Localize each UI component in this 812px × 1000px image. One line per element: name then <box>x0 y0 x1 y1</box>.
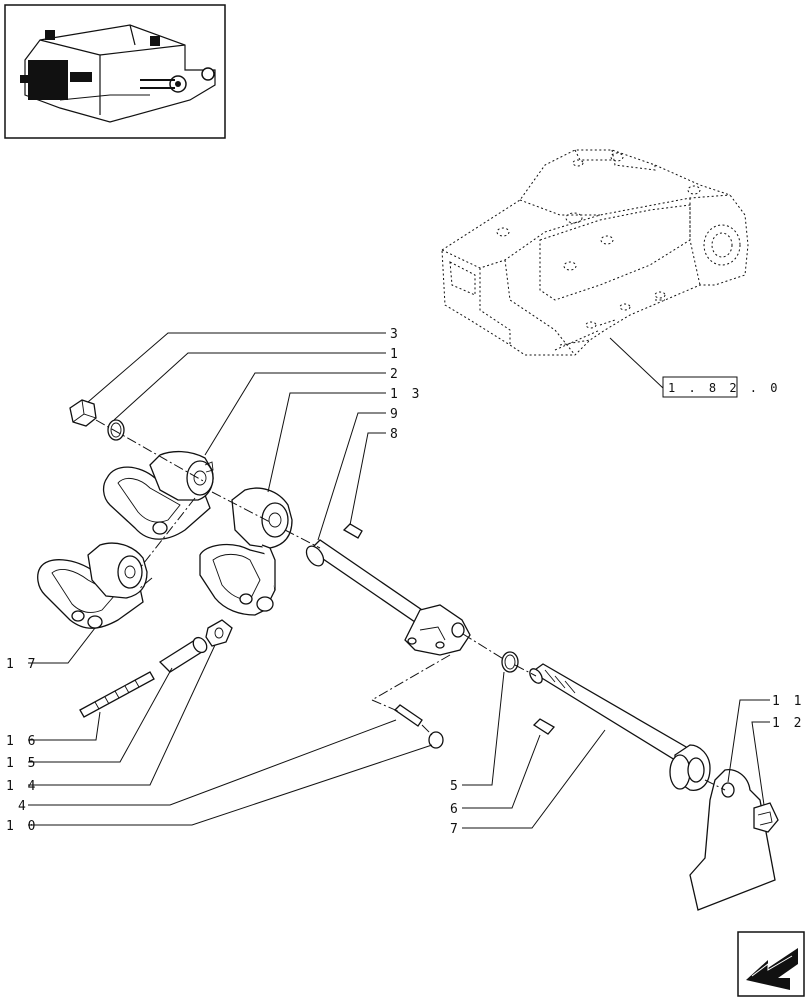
callout-5: 5 <box>450 779 461 794</box>
callout-2: 2 <box>390 367 401 382</box>
assembly-axis-lines <box>95 419 726 791</box>
callout-10: 1 0 <box>6 819 38 834</box>
callout-17: 1 7 <box>6 657 38 672</box>
lift-housing-outline <box>441 149 749 356</box>
callout-6: 6 <box>450 802 461 817</box>
callout-8: 8 <box>390 427 401 442</box>
part-8-key <box>342 523 363 539</box>
part-15-pin <box>158 636 208 673</box>
part-6-key <box>532 718 556 735</box>
part-1-ring <box>107 419 125 441</box>
part-4-pin <box>393 704 423 727</box>
part-9-shaft <box>305 539 471 656</box>
callout-16: 1 6 <box>6 734 38 749</box>
reference-box[interactable]: 1 . 8 2 . 0 <box>609 337 780 398</box>
part-10-ring <box>428 731 444 749</box>
part-11-plate <box>689 769 776 911</box>
callout-7: 7 <box>450 822 461 837</box>
callout-13: 1 3 <box>390 387 422 402</box>
callout-14: 1 4 <box>6 779 38 794</box>
callout-12: 1 2 <box>772 716 804 731</box>
reference-label: 1 . 8 2 . 0 <box>668 381 780 395</box>
callout-9: 9 <box>390 407 401 422</box>
part-12-clip <box>753 802 779 833</box>
part-16-rod <box>79 671 155 718</box>
callout-15: 1 5 <box>6 756 38 771</box>
part-14-clip <box>205 619 233 647</box>
callout-1: 1 <box>390 347 401 362</box>
part-7-shaft <box>529 663 711 791</box>
callout-4: 4 <box>18 799 29 814</box>
part-5-ring <box>501 651 519 673</box>
part-17-lever <box>37 542 148 629</box>
previous-page-arrow-icon[interactable] <box>737 931 805 997</box>
leader-lines <box>28 332 770 829</box>
part-2-lever <box>102 450 214 540</box>
assembly-thumbnail-icon[interactable] <box>4 4 226 139</box>
callout-3: 3 <box>390 327 401 342</box>
part-3-nut <box>69 399 97 427</box>
callout-labels: 3 1 2 1 3 9 8 1 7 1 6 1 5 1 4 4 1 0 5 6 … <box>6 327 804 837</box>
part-13-lever <box>199 487 293 616</box>
callout-11: 1 1 <box>772 694 804 709</box>
